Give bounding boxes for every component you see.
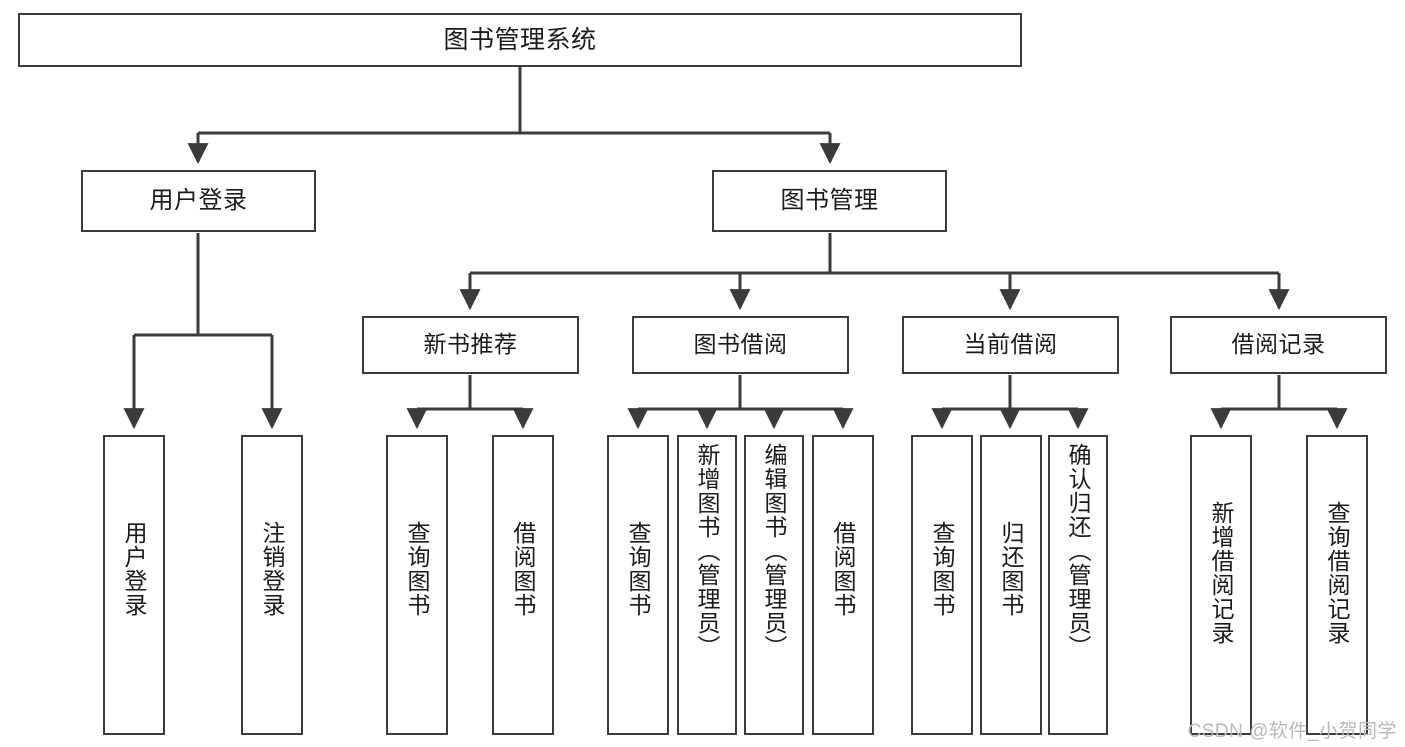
- node-new-book-recommend[interactable]: 新书推荐: [362, 316, 579, 374]
- leaf-current-borrow-query[interactable]: 查询图书: [911, 435, 973, 735]
- node-user-login[interactable]: 用户登录: [81, 170, 316, 232]
- leaf-current-borrow-return[interactable]: 归还图书: [980, 435, 1042, 735]
- leaf-user-login-logout[interactable]: 注销登录: [241, 435, 303, 735]
- node-label: 借阅记录: [1231, 331, 1326, 358]
- node-label: 用户登录: [149, 186, 248, 214]
- node-label: 借阅图书: [830, 521, 857, 617]
- node-label: 新增借阅记录: [1208, 501, 1235, 645]
- leaf-book-borrow-query[interactable]: 查询图书: [607, 435, 669, 735]
- node-current-borrow[interactable]: 当前借阅: [902, 316, 1119, 374]
- node-book-borrow[interactable]: 图书借阅: [632, 316, 849, 374]
- node-label: 图书管理: [780, 186, 879, 214]
- node-label: 借阅图书: [510, 521, 537, 617]
- node-label: 用户登录: [121, 521, 148, 617]
- node-label: 编辑图书（管理员）: [761, 443, 788, 659]
- node-label: 注销登录: [259, 521, 286, 617]
- node-root-system[interactable]: 图书管理系统: [18, 13, 1022, 67]
- node-label: 查询借阅记录: [1324, 501, 1351, 645]
- node-label: 查询图书: [929, 521, 956, 617]
- node-label: 归还图书: [998, 521, 1025, 617]
- node-label: 确认归还（管理员）: [1065, 443, 1092, 659]
- leaf-book-borrow-add[interactable]: 新增图书（管理员）: [677, 435, 737, 735]
- node-label: 图书借阅: [693, 331, 788, 358]
- leaf-new-book-query[interactable]: 查询图书: [386, 435, 448, 735]
- node-book-management[interactable]: 图书管理: [712, 170, 947, 232]
- leaf-user-login-login[interactable]: 用户登录: [103, 435, 165, 735]
- node-label: 查询图书: [625, 521, 652, 617]
- leaf-new-book-borrow[interactable]: 借阅图书: [492, 435, 554, 735]
- leaf-borrow-record-query[interactable]: 查询借阅记录: [1306, 435, 1368, 735]
- node-label: 新增图书（管理员）: [694, 443, 721, 659]
- leaf-book-borrow-edit[interactable]: 编辑图书（管理员）: [744, 435, 804, 735]
- csdn-watermark: CSDN @软件_小贺同学: [1187, 721, 1397, 742]
- node-label: 当前借阅: [963, 331, 1058, 358]
- node-label: 新书推荐: [423, 331, 518, 358]
- node-borrow-record[interactable]: 借阅记录: [1170, 316, 1387, 374]
- node-label: 图书管理系统: [443, 26, 597, 54]
- leaf-book-borrow-borrow[interactable]: 借阅图书: [812, 435, 874, 735]
- leaf-borrow-record-add[interactable]: 新增借阅记录: [1190, 435, 1252, 735]
- leaf-current-borrow-confirm[interactable]: 确认归还（管理员）: [1048, 435, 1108, 735]
- node-label: 查询图书: [404, 521, 431, 617]
